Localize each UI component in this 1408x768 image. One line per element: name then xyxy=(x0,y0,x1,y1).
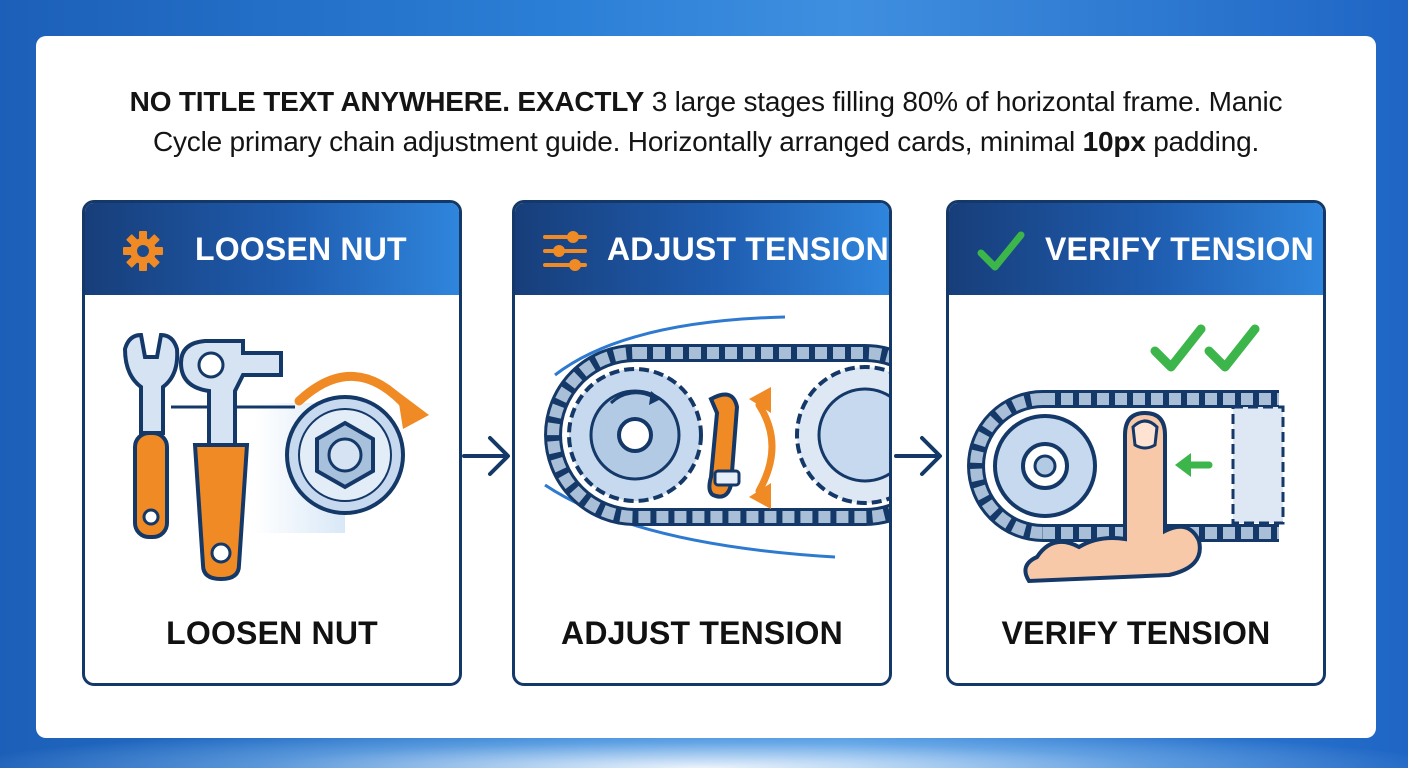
stage-card-verify-tension: VERIFY TENSION xyxy=(946,200,1326,686)
step-arrow-icon xyxy=(462,436,510,476)
push-arrow-icon xyxy=(1175,453,1213,477)
caption-line-2-bold: 10px xyxy=(1082,126,1146,157)
caption-line-2-pre: Cycle primary chain adjustment guide. Ho… xyxy=(152,126,1083,157)
front-sprocket xyxy=(567,367,703,503)
rotate-arrow-icon xyxy=(294,372,429,429)
finger-check-illustration xyxy=(967,324,1285,584)
stage-card-loosen-nut: LOOSEN NUT xyxy=(82,200,462,686)
gear-icon xyxy=(123,231,163,271)
wrench-and-nut-illustration xyxy=(122,332,429,582)
checkmark-icon xyxy=(977,231,1025,271)
caption-text: NO TITLE TEXT ANYWHERE. EXACTLY 3 large … xyxy=(36,82,1376,162)
finger-press xyxy=(1023,410,1202,584)
open-end-wrench xyxy=(122,332,180,539)
stage-card-label: VERIFY TENSION xyxy=(1001,615,1271,651)
stage-card-header: VERIFY TENSION xyxy=(949,203,1323,295)
stage-card-title: ADJUST TENSION xyxy=(607,231,889,267)
chain-guide-top xyxy=(554,315,786,377)
double-checkmark-icon xyxy=(1150,324,1260,372)
stage-card-title: LOOSEN NUT xyxy=(195,231,407,267)
stage-card-adjust-tension: ADJUST TENSION xyxy=(512,200,892,686)
caption-line-2: Cycle primary chain adjustment guide. Ho… xyxy=(36,122,1376,162)
socket-wrench xyxy=(178,339,283,582)
chain-guide-bottom xyxy=(544,483,836,559)
stage-card-header: LOOSEN NUT xyxy=(85,203,459,295)
caption-line-2-post: padding. xyxy=(1145,126,1260,157)
content-panel: NO TITLE TEXT ANYWHERE. EXACTLY 3 large … xyxy=(36,36,1376,738)
chain-tensioner xyxy=(707,392,741,499)
caption-line-1: NO TITLE TEXT ANYWHERE. EXACTLY 3 large … xyxy=(36,82,1376,122)
adjust-arrow-icon xyxy=(749,387,776,509)
caption-line-1-bold: NO TITLE TEXT ANYWHERE. EXACTLY xyxy=(129,86,645,117)
rear-sprocket xyxy=(795,365,889,505)
caption-line-1-rest: 3 large stages filling 80% of horizontal… xyxy=(644,86,1283,117)
stage-card-label: LOOSEN NUT xyxy=(166,615,378,651)
stage-card-label: ADJUST TENSION xyxy=(561,615,843,651)
chain-links xyxy=(547,347,889,523)
stage-card-header: ADJUST TENSION xyxy=(515,203,889,295)
hex-nut xyxy=(285,395,405,515)
stage-card-title: VERIFY TENSION xyxy=(1045,231,1314,267)
rear-sprocket-edge xyxy=(1231,405,1285,525)
front-sprocket xyxy=(993,414,1097,518)
step-arrow-icon xyxy=(894,436,942,476)
chain-tension-illustration xyxy=(544,315,889,559)
sliders-icon xyxy=(543,231,587,271)
